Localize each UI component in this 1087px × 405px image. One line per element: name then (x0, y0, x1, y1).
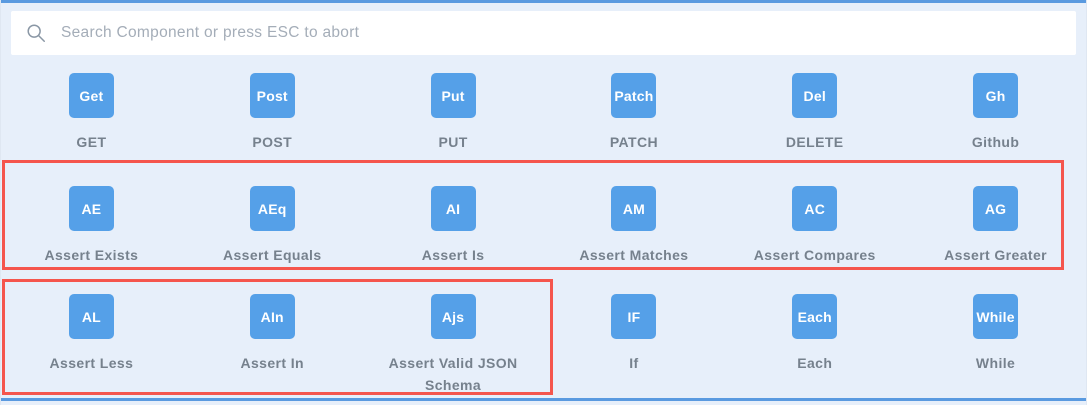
component-label: Assert Valid JSON Schema (388, 355, 518, 394)
tile-abbr: AG (984, 200, 1007, 217)
component-assert-greater[interactable]: AG Assert Greater (905, 160, 1086, 279)
search-input[interactable] (61, 24, 1062, 42)
component-tile: IF (611, 294, 657, 339)
tile-abbr: Ajs (441, 308, 465, 325)
component-while[interactable]: While While (905, 279, 1086, 405)
component-tile: Gh (973, 73, 1019, 118)
component-label: POST (252, 134, 293, 150)
component-label: Assert Compares (753, 247, 876, 263)
component-label: If (629, 355, 639, 371)
component-label: DELETE (785, 134, 844, 150)
tile-abbr: AL (81, 308, 101, 325)
component-tile: AL (68, 294, 114, 339)
component-label: GET (76, 134, 107, 150)
component-tile: Each (792, 294, 838, 339)
component-grid: Get GET Post POST Put PUT Patch PATCH De… (1, 58, 1086, 405)
component-tile: AE (68, 186, 114, 231)
component-tile: Patch (611, 73, 657, 118)
tile-abbr: AI (445, 200, 461, 217)
component-github[interactable]: Gh Github (905, 58, 1086, 160)
component-assert-is[interactable]: AI Assert Is (363, 160, 544, 279)
component-tile: AM (611, 186, 657, 231)
tile-abbr: Del (803, 87, 826, 104)
component-assert-in[interactable]: AIn Assert In (182, 279, 363, 405)
component-tile: AC (792, 186, 838, 231)
component-assert-less[interactable]: AL Assert Less (1, 279, 182, 405)
component-label: Assert Less (49, 355, 134, 371)
component-label: Assert Matches (579, 247, 689, 263)
component-label: Assert Is (421, 247, 485, 263)
tile-abbr: Gh (985, 87, 1006, 104)
component-tile: AIn (249, 294, 295, 339)
component-assert-exists[interactable]: AE Assert Exists (1, 160, 182, 279)
component-tile: AI (430, 186, 476, 231)
component-if[interactable]: IF If (543, 279, 724, 405)
component-patch[interactable]: Patch PATCH (543, 58, 724, 160)
component-assert-compares[interactable]: AC Assert Compares (724, 160, 905, 279)
component-label: Github (971, 134, 1020, 150)
tile-abbr: AE (81, 200, 102, 217)
component-tile: While (973, 294, 1019, 339)
component-label: Assert Greater (944, 247, 1048, 263)
component-label: Assert In (240, 355, 304, 371)
tile-abbr: IF (627, 308, 641, 325)
component-tile: Post (249, 73, 295, 118)
tile-abbr: AIn (260, 308, 284, 325)
tile-abbr: Get (79, 87, 104, 104)
top-frame-line (1, 0, 1086, 3)
component-tile: AEq (249, 186, 295, 231)
tile-abbr: While (976, 308, 1015, 325)
bottom-frame-line (1, 398, 1086, 401)
component-each[interactable]: Each Each (724, 279, 905, 405)
component-assert-equals[interactable]: AEq Assert Equals (182, 160, 363, 279)
component-label: PATCH (609, 134, 658, 150)
tile-abbr: AEq (257, 200, 287, 217)
component-tile: AG (973, 186, 1019, 231)
tile-abbr: Post (256, 87, 288, 104)
tile-abbr: Patch (614, 87, 654, 104)
component-label: Assert Equals (222, 247, 322, 263)
tile-abbr: Each (797, 308, 832, 325)
component-label: PUT (438, 134, 468, 150)
tile-abbr: AC (804, 200, 826, 217)
component-label: While (975, 355, 1016, 371)
component-put[interactable]: Put PUT (363, 58, 544, 160)
search-bar (11, 11, 1076, 55)
component-assert-matches[interactable]: AM Assert Matches (543, 160, 724, 279)
component-assert-valid-json-schema[interactable]: Ajs Assert Valid JSON Schema (363, 279, 544, 405)
component-tile: Get (68, 73, 114, 118)
component-tile: Del (792, 73, 838, 118)
component-post[interactable]: Post POST (182, 58, 363, 160)
component-delete[interactable]: Del DELETE (724, 58, 905, 160)
component-label: Assert Exists (44, 247, 139, 263)
tile-abbr: Put (441, 87, 465, 104)
component-tile: Put (430, 73, 476, 118)
component-get[interactable]: Get GET (1, 58, 182, 160)
search-icon (27, 24, 45, 42)
component-tile: Ajs (430, 294, 476, 339)
component-label: Each (797, 355, 833, 371)
tile-abbr: AM (622, 200, 645, 217)
